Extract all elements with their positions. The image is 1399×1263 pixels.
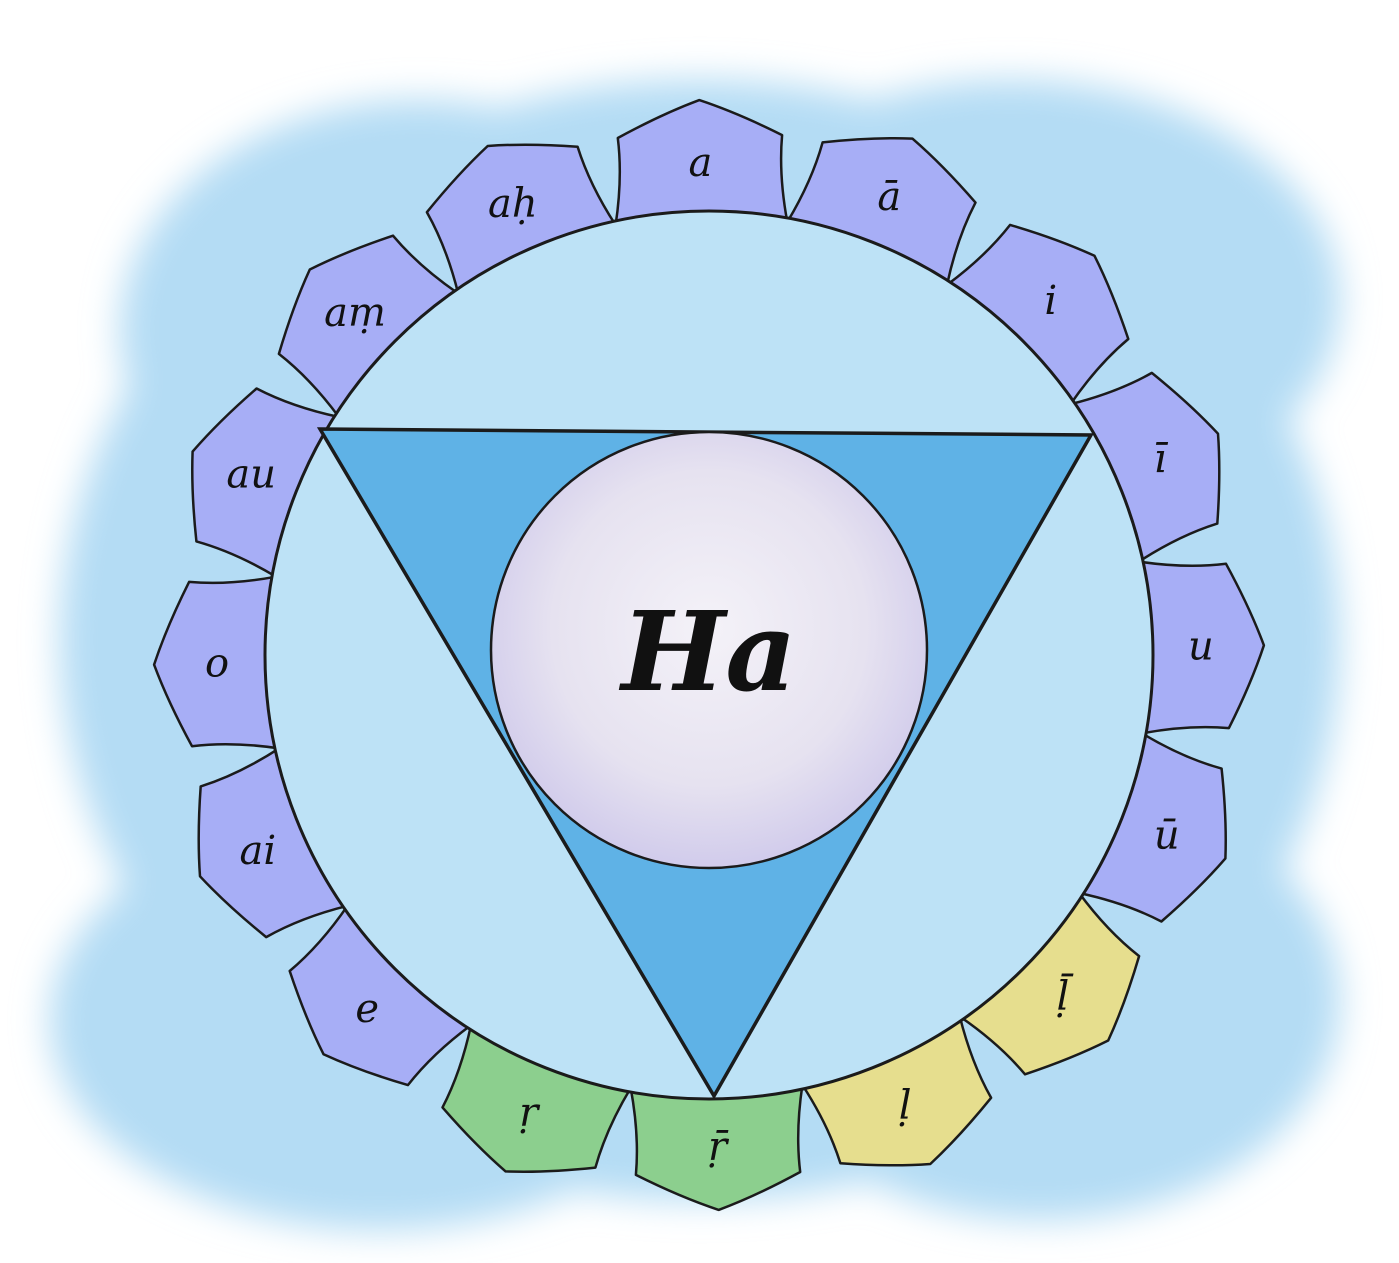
petal-label: ai bbox=[239, 828, 276, 874]
petal-label: au bbox=[226, 452, 276, 498]
petal-label: u bbox=[1188, 623, 1214, 669]
petal-label: i bbox=[1044, 278, 1057, 324]
petal-label: ṛ bbox=[519, 1090, 541, 1136]
petal-label: ī bbox=[1154, 436, 1169, 482]
petal-label: aḥ bbox=[488, 181, 538, 227]
petal-label: ṝ bbox=[708, 1124, 730, 1170]
petal-label: ū bbox=[1154, 812, 1180, 858]
petal-label: aṃ bbox=[324, 290, 386, 336]
petal-label: a bbox=[688, 140, 712, 186]
petal-label: ā bbox=[877, 174, 901, 220]
petal-label: ḷ bbox=[899, 1083, 912, 1129]
bija-syllable: Ha bbox=[618, 587, 796, 716]
petal-label: e bbox=[355, 986, 379, 1032]
petal-label: o bbox=[205, 641, 229, 687]
